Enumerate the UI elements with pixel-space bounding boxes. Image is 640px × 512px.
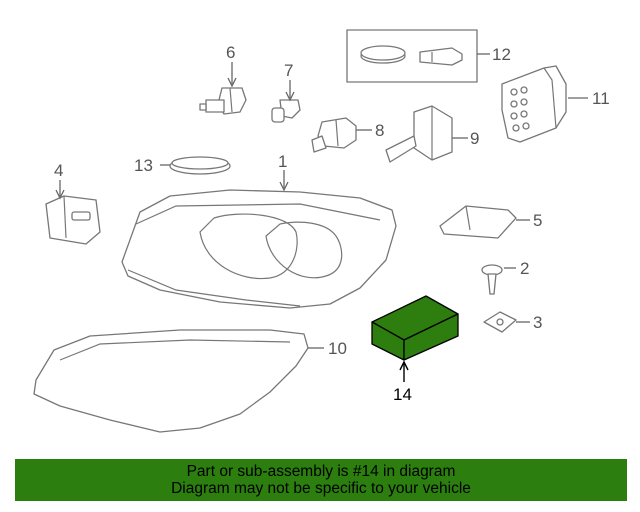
- callout-8: 8: [375, 121, 384, 140]
- callout-10: 10: [328, 339, 347, 358]
- callout-5: 5: [533, 211, 542, 230]
- callout-13: 13: [134, 156, 153, 175]
- part-11-led-module[interactable]: [501, 65, 567, 143]
- banner-line-2: Diagram may not be specific to your vehi…: [171, 480, 471, 497]
- callout-4: 4: [54, 161, 63, 180]
- info-banner: Part or sub-assembly is #14 in diagram D…: [15, 459, 627, 501]
- part-6-bulb[interactable]: [199, 87, 247, 115]
- callout-14: 14: [393, 385, 412, 404]
- part-7-bulb[interactable]: [271, 99, 301, 123]
- part-13-cap[interactable]: [169, 156, 231, 175]
- part-3-clip[interactable]: [483, 311, 517, 333]
- callout-2: 2: [520, 259, 529, 278]
- part-1-headlamp-assembly[interactable]: [121, 189, 397, 309]
- parts-diagram: 12 6 7 8 9 11: [33, 29, 610, 433]
- part-4-control-unit[interactable]: [45, 195, 101, 245]
- part-14-highlighted-module[interactable]: [371, 295, 459, 361]
- part-10-lens[interactable]: [33, 329, 309, 433]
- callout-7: 7: [284, 61, 293, 80]
- callout-11: 11: [592, 89, 610, 108]
- part-12-bulb-kit[interactable]: [346, 29, 478, 83]
- part-8-socket[interactable]: [311, 117, 357, 153]
- callout-1: 1: [278, 152, 287, 171]
- part-9-ignitor[interactable]: [385, 105, 453, 163]
- callout-9: 9: [470, 129, 479, 148]
- banner-line-1: Part or sub-assembly is #14 in diagram: [186, 463, 456, 480]
- callout-12: 12: [492, 45, 511, 64]
- part-5-bracket[interactable]: [439, 205, 517, 239]
- callout-6: 6: [226, 43, 235, 62]
- part-2-screw[interactable]: [481, 264, 503, 295]
- callout-3: 3: [533, 313, 542, 332]
